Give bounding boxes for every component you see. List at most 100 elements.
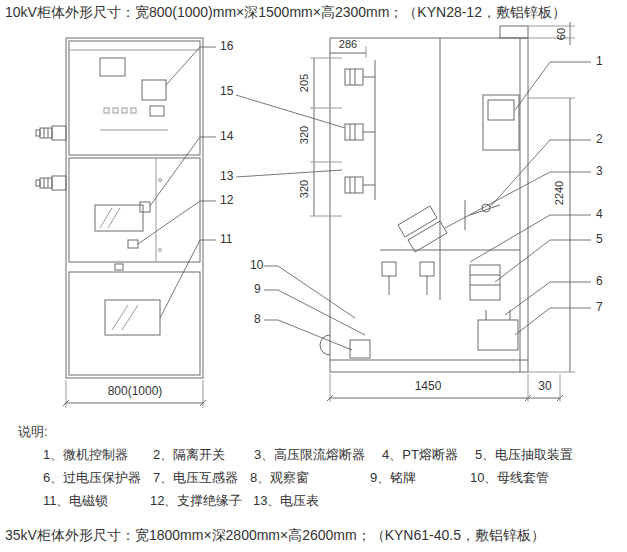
legend-item: 8、观察窗 — [250, 471, 309, 485]
drawing-line — [150, 106, 164, 116]
drawing-line — [490, 140, 591, 207]
drawing-line — [355, 69, 356, 85]
drawing-line — [420, 262, 434, 276]
side-view — [310, 22, 575, 402]
legend-item: 5、电压抽取装置 — [475, 448, 573, 462]
drawing-line — [505, 282, 591, 315]
drawing-line — [160, 240, 216, 318]
drawing-line — [200, 400, 206, 406]
drawing-line — [470, 285, 500, 286]
title: 10kV柜体外形尺寸：宽800(1000)mm×深1500mm×高2300mm；… — [5, 5, 566, 20]
drawing-line — [345, 177, 363, 193]
drawing-line — [528, 98, 575, 99]
drawing-line — [113, 108, 118, 113]
drawing-line — [122, 305, 138, 330]
drawing-line — [350, 69, 351, 85]
dimension: 1450 — [415, 380, 442, 393]
drawing-line — [128, 240, 138, 248]
drawing-line — [570, 98, 571, 372]
callout-number: 9 — [254, 283, 261, 296]
drawing-line — [389, 276, 390, 295]
drawing-line — [363, 185, 375, 186]
drawing-line — [40, 128, 52, 138]
dimension: 60 — [555, 28, 567, 40]
drawing-line — [236, 170, 342, 177]
drawing-line — [69, 272, 200, 375]
drawing-line — [310, 216, 342, 217]
drawing-line — [105, 300, 160, 335]
notes-heading: 说明: — [18, 425, 48, 439]
drawing-line — [264, 290, 365, 335]
drawing-line — [355, 124, 356, 140]
dimension: 2240 — [553, 181, 565, 205]
callout-number: 5 — [596, 233, 603, 246]
drawing-line — [350, 340, 370, 358]
legend-item: 4、PT熔断器 — [382, 448, 458, 462]
drawing-line — [488, 100, 514, 120]
drawing-line — [350, 124, 351, 140]
callout-number: 6 — [596, 275, 603, 288]
drawing-line — [104, 108, 109, 113]
legend-item: 11、电磁锁 — [43, 494, 109, 508]
drawing-line — [122, 108, 127, 113]
drawing-line — [69, 50, 200, 51]
drawing-line — [470, 265, 500, 300]
drawing-line — [330, 398, 560, 399]
callout-number: 1 — [596, 55, 603, 68]
drawing-line — [166, 47, 216, 85]
drawing-line — [350, 177, 351, 193]
drawing-line — [408, 221, 447, 252]
drawing-line — [52, 176, 66, 190]
drawing-line — [115, 264, 123, 270]
drawing-line — [159, 249, 162, 252]
drawing-line — [483, 95, 519, 150]
drawing-line — [131, 108, 136, 113]
drawing-line — [66, 403, 203, 404]
drawing-line — [465, 200, 466, 230]
dimension: 286 — [339, 38, 357, 50]
drawing-line — [345, 69, 363, 85]
drawing-line — [375, 60, 376, 200]
dimension: 320 — [298, 180, 310, 198]
legend-item: 1、微机控制器 — [43, 448, 128, 462]
drawing-line — [515, 62, 591, 110]
drawing-line — [528, 38, 575, 39]
drawing-line — [314, 58, 315, 216]
drawing-line — [264, 320, 352, 350]
drawing-line — [140, 202, 150, 212]
legend-item: 6、过电压保护器 — [43, 471, 141, 485]
drawing-line — [330, 360, 528, 361]
drawing-line — [63, 400, 69, 406]
drawing-line — [36, 130, 40, 136]
drawing-line — [380, 250, 520, 251]
drawing-line — [445, 172, 591, 228]
drawing-line — [495, 240, 591, 282]
callout-number: 4 — [596, 208, 603, 221]
callout-number: 16 — [220, 40, 233, 53]
legend-item: 9、铭牌 — [370, 471, 416, 485]
dimension: 205 — [298, 74, 310, 92]
callout-number: 15 — [220, 85, 233, 98]
drawing-line — [570, 22, 571, 45]
drawing-line — [330, 53, 366, 54]
leader-lines — [138, 47, 591, 350]
callout-number: 14 — [220, 130, 233, 143]
drawing-line — [355, 177, 356, 193]
drawing-line — [36, 180, 40, 186]
drawing-line — [310, 162, 342, 163]
drawing-line — [69, 41, 200, 155]
drawing-line — [48, 178, 49, 188]
dimension: 800(1000) — [108, 385, 163, 398]
callout-number: 2 — [596, 133, 603, 146]
drawing-line — [95, 205, 143, 231]
drawing-line — [142, 80, 166, 100]
drawing-line — [528, 372, 575, 373]
drawing-line — [363, 77, 375, 78]
legend-item: 7、电压互感器 — [153, 471, 238, 485]
drawing-line — [470, 275, 500, 276]
drawing-line — [525, 395, 531, 401]
drawing-line — [138, 201, 216, 244]
drawing-line — [108, 208, 120, 228]
legend-item: 2、隔离开关 — [153, 448, 225, 462]
